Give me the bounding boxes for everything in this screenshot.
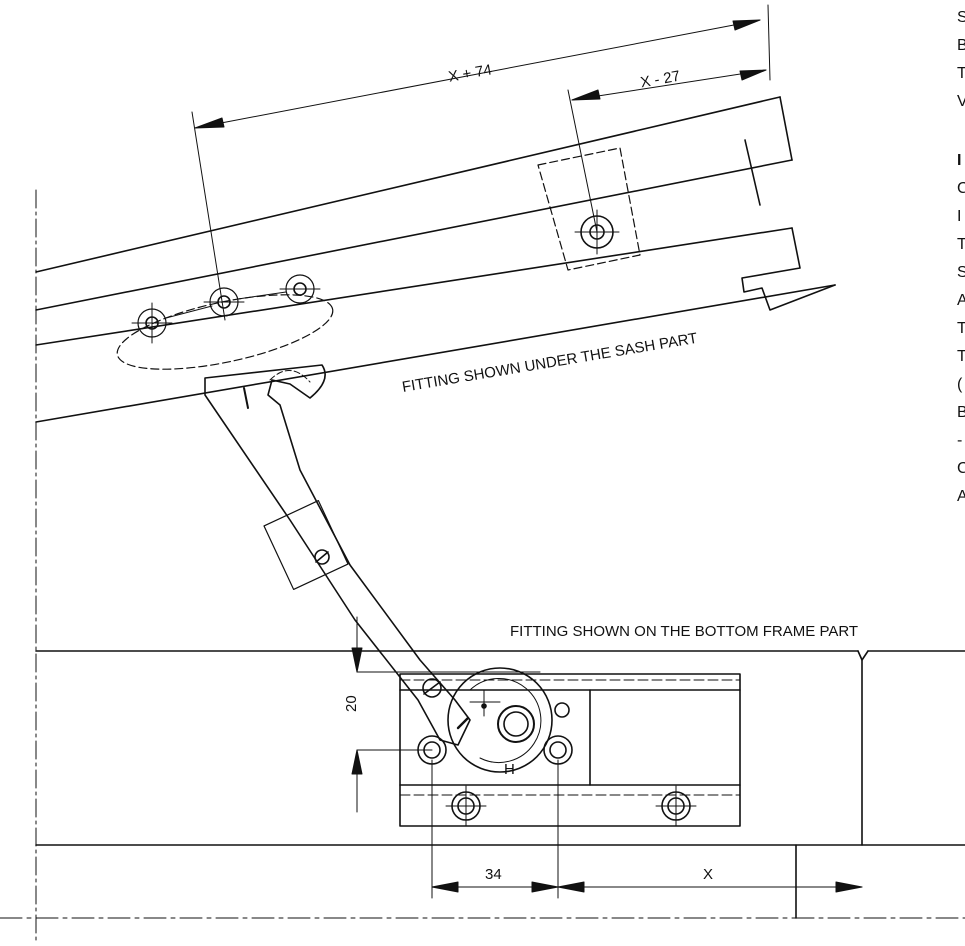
side-line: V [957,93,965,110]
sash-dimensions [191,4,771,321]
side-line: T [957,320,965,337]
frame-dimensions [351,616,863,899]
dim-34: 34 [485,866,502,883]
side-line: T [957,236,965,253]
side-line: B [957,37,965,54]
arm-screw [314,549,330,565]
pivot-hole [497,705,535,743]
side-line: - [957,432,962,449]
pivot-disc [422,667,570,773]
side-line: C [957,460,965,477]
dim-20: 20 [343,695,360,712]
side-line: S [957,264,965,281]
side-line: A [957,292,965,309]
sash-fitting [116,147,641,370]
side-line: T [957,348,965,365]
part-mark-h: H [504,761,515,778]
bottom-frame-part [35,650,965,919]
side-line: B [957,404,965,421]
sash-screw-3 [279,274,321,304]
pivot-slot-screw [422,678,442,698]
sash-slot-outline [116,294,334,370]
side-text-column: S B T V I C I T S A T T ( B - C A [957,9,965,505]
base-screw-3 [445,785,487,827]
pivot-small-screw [554,702,570,718]
sash-part [35,96,836,423]
side-line: C [957,180,965,197]
sash-screw-1 [131,302,173,344]
caption-frame: FITTING SHOWN ON THE BOTTOM FRAME PART [510,623,858,640]
side-line: ( [957,376,963,393]
arm-part [204,364,471,746]
side-line: S [957,9,965,26]
base-screw-4 [655,785,697,827]
side-line: I [957,152,961,169]
side-line: A [957,488,965,505]
caption-sash: FITTING SHOWN UNDER THE SASH PART [401,330,699,396]
dim-x: X [703,866,713,883]
dim-x-minus-27: X - 27 [639,68,681,92]
sash-dashed-box [537,147,641,271]
side-line: I [957,208,961,225]
side-line: T [957,65,965,82]
dim-x-plus-74: X + 74 [447,61,493,85]
